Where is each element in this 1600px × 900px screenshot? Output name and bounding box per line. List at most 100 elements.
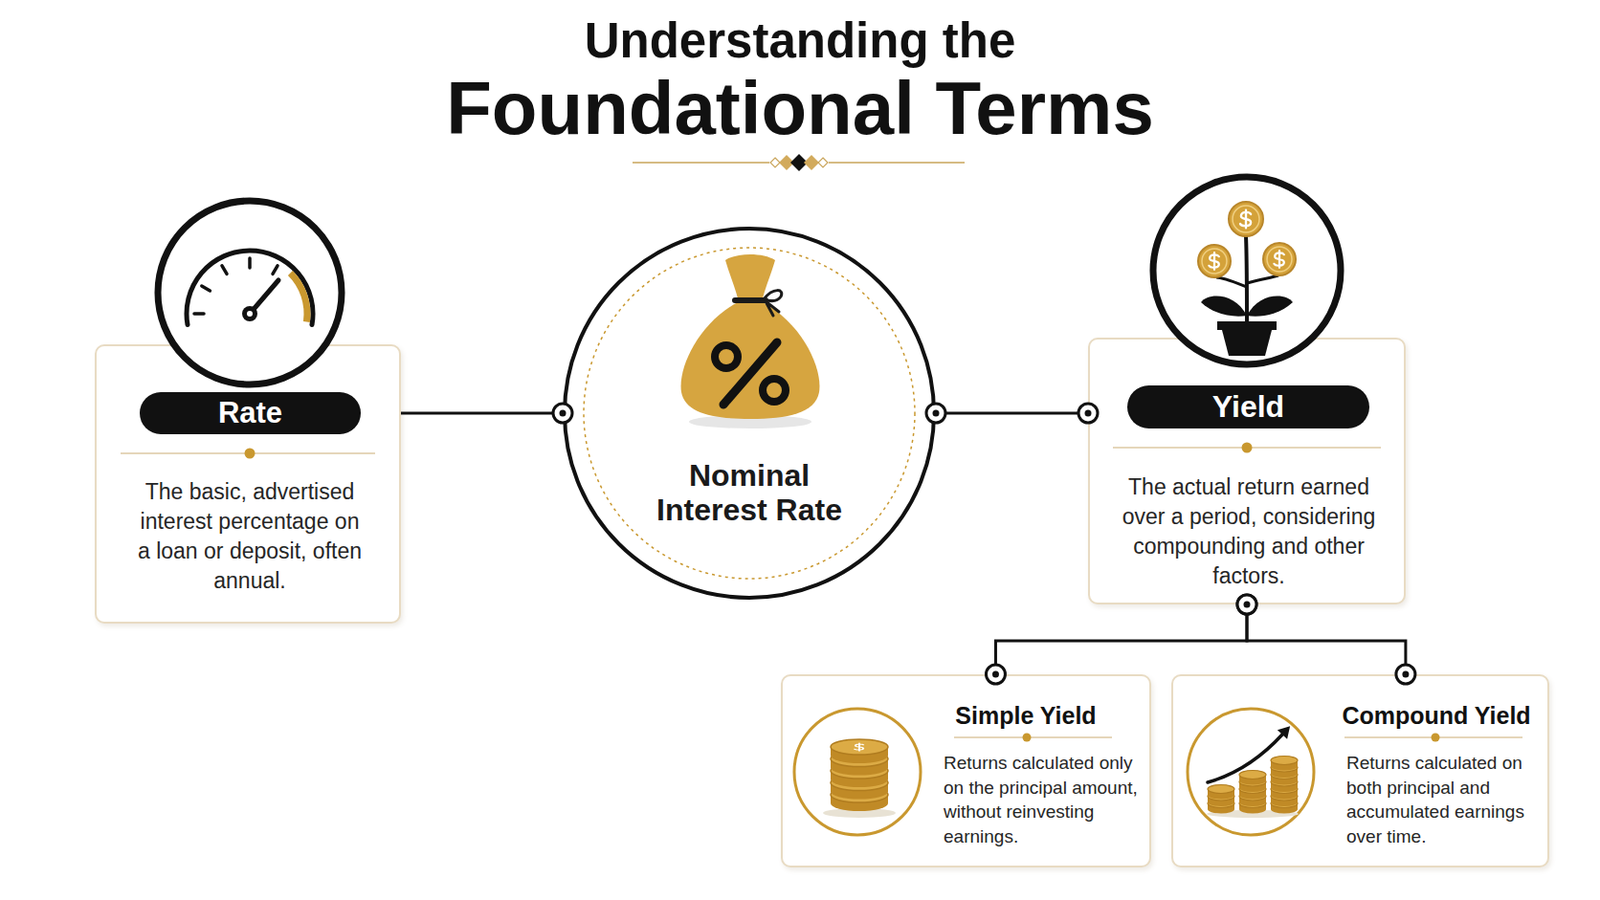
sub-card: Simple YieldReturns calculated only on t… [780, 674, 1152, 868]
growth-icon [1277, 726, 1290, 740]
growth-icon [1270, 785, 1298, 800]
gauge-icon [272, 266, 278, 275]
growth-icon [1207, 734, 1283, 783]
growth-icon [1239, 792, 1267, 807]
title-ornament [818, 157, 828, 168]
money-bag-icon [681, 302, 821, 420]
gauge-icon [289, 273, 308, 323]
title-ornament [828, 161, 965, 164]
connector-joint [1237, 595, 1257, 615]
term-description: The basic, advertised interest percentag… [134, 477, 365, 597]
gauge-icon [157, 200, 342, 385]
term-card: RateThe basic, advertised interest perce… [94, 344, 401, 624]
term-description: The actual return earned over a period, … [1112, 472, 1385, 592]
plant-icon [1245, 236, 1247, 322]
concept-label: Nominal Interest Rate [644, 458, 855, 528]
plant-icon [1201, 248, 1227, 274]
gauge-icon [201, 286, 211, 291]
connector-joint [1237, 595, 1257, 615]
growth-icon [1239, 785, 1267, 800]
connector-joint [985, 665, 1005, 685]
connector-joint [926, 403, 946, 423]
connector-joint [553, 403, 573, 423]
plant-icon [1208, 252, 1219, 270]
term-pill: Yield [1127, 385, 1370, 429]
gauge-icon [194, 311, 204, 316]
circle-outline [562, 226, 936, 600]
gauge-icon [246, 311, 253, 317]
coin-stack-icon [830, 763, 889, 788]
circle-outline [564, 228, 934, 599]
connector-joint [1078, 403, 1098, 423]
sub-title: Compound Yield [1331, 700, 1542, 732]
divider [1242, 443, 1253, 454]
connector-joint [1244, 601, 1251, 609]
growth-icon [1207, 800, 1235, 815]
plant-icon [1153, 177, 1341, 365]
growth-icon [1270, 800, 1298, 815]
money-bag-icon [688, 415, 812, 429]
growth-icon [1270, 763, 1298, 778]
money-bag-icon [723, 342, 778, 405]
divider [1431, 733, 1441, 743]
divider [244, 448, 256, 460]
connector-joint [553, 403, 573, 423]
coin-stack-icon [822, 808, 896, 819]
growth-icon [1270, 777, 1298, 793]
coin-stack-icon [854, 743, 864, 752]
plant-icon [1217, 321, 1277, 331]
money-bag-icon [763, 290, 782, 302]
money-bag-icon [765, 301, 779, 316]
connector [995, 604, 1247, 675]
plant-icon [1153, 177, 1341, 365]
plant-icon [1228, 201, 1264, 237]
connector [400, 412, 563, 416]
coin-stack-icon [830, 776, 889, 800]
divider [120, 452, 376, 455]
connector-joint [1085, 410, 1092, 418]
growth-icon [1187, 709, 1314, 836]
growth-icon [1207, 792, 1235, 807]
plant-icon [1273, 250, 1284, 268]
growth-icon [1187, 709, 1314, 836]
plant-icon [1222, 330, 1272, 356]
divider [1112, 446, 1381, 449]
coin-stack-icon [830, 752, 889, 777]
sub-description: Returns calculated on both principal and… [1346, 751, 1548, 849]
gauge-icon [186, 250, 313, 325]
term-pill: Rate [139, 392, 361, 435]
gauge-icon [242, 306, 258, 322]
plant-icon [1232, 205, 1260, 233]
growth-icon [1270, 756, 1298, 772]
connector-joint [933, 410, 940, 418]
term-card: YieldThe actual return earned over a per… [1088, 337, 1406, 605]
money-bag-icon [681, 254, 821, 429]
divider [954, 736, 1112, 739]
title-ornament [632, 161, 770, 164]
growth-icon [1206, 810, 1299, 819]
connector [1246, 604, 1406, 675]
gauge-icon [157, 200, 342, 385]
title-ornament [803, 155, 820, 171]
coin-stack-icon [830, 787, 889, 812]
plant-icon [1266, 246, 1292, 272]
dashed-ring [583, 247, 915, 579]
plant-icon [1240, 210, 1251, 229]
connector-joint [1078, 403, 1098, 423]
divider [1344, 736, 1523, 739]
title-ornament [790, 154, 808, 172]
connector-joint [992, 671, 1000, 679]
sub-card: Compound YieldReturns calculated on both… [1171, 674, 1550, 868]
title-ornament [778, 155, 795, 171]
connector-joint [1237, 595, 1257, 615]
concept-circle: Nominal Interest Rate [562, 226, 936, 600]
growth-icon [1207, 785, 1235, 800]
gauge-icon [247, 258, 252, 268]
coin-stack-icon [794, 709, 921, 836]
plant-icon [1216, 277, 1247, 288]
plant-icon [1263, 243, 1296, 276]
connector-joint [1396, 665, 1416, 685]
money-bag-icon [725, 254, 776, 299]
growth-icon [1239, 771, 1267, 786]
